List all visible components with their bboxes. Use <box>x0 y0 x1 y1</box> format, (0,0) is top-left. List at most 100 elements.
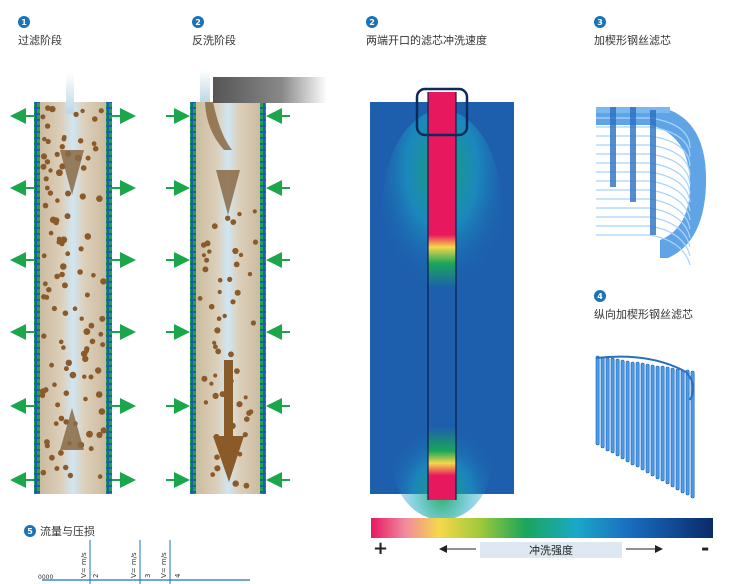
velocity-label-3: V= m/s <box>160 552 168 578</box>
particle <box>202 266 209 273</box>
particle <box>99 315 106 322</box>
particle <box>83 328 91 335</box>
particle <box>60 236 68 244</box>
velocity-label-1: V= m/s <box>80 552 88 578</box>
particle <box>54 466 60 471</box>
backwash-pipe <box>213 77 327 103</box>
particle <box>39 388 46 395</box>
particle <box>41 294 47 300</box>
particle <box>59 271 65 278</box>
particle <box>234 289 241 296</box>
particle <box>246 410 252 416</box>
particle <box>96 431 103 439</box>
particle <box>208 303 215 310</box>
screen-right-1 <box>106 102 112 494</box>
particle <box>91 141 97 147</box>
particle <box>89 338 96 345</box>
particle <box>242 432 248 438</box>
particle <box>91 273 96 278</box>
section-2-header: 2 反洗阶段 <box>192 16 236 48</box>
particles-1 <box>39 105 107 479</box>
particle <box>92 116 98 122</box>
particle <box>48 230 54 236</box>
section-3-title: 两端开口的滤芯冲洗速度 <box>366 34 487 47</box>
section-3-header: 2 两端开口的滤芯冲洗速度 <box>366 16 487 48</box>
particle <box>42 202 49 209</box>
particle <box>217 277 223 283</box>
particle <box>100 427 107 434</box>
particle <box>213 344 218 350</box>
particle <box>45 138 51 145</box>
wedge-wire-bar <box>605 357 610 452</box>
particle <box>252 209 257 214</box>
filter-ring <box>596 198 691 230</box>
curve-num-3: 4 <box>174 573 182 578</box>
particle <box>88 322 95 329</box>
particle <box>237 211 242 217</box>
particle <box>46 287 52 293</box>
particle <box>84 233 92 240</box>
section-4-badge: 3 <box>594 16 606 28</box>
particle <box>243 482 250 489</box>
section-1-badge: 1 <box>18 16 30 28</box>
particle <box>51 305 58 312</box>
simulation-core <box>428 92 456 500</box>
particle <box>44 159 51 165</box>
particle <box>228 351 234 358</box>
wedge-wire-bar <box>610 357 615 454</box>
particle <box>79 316 84 321</box>
particle <box>43 176 49 182</box>
scale-plus-label: + <box>373 538 389 559</box>
wedge-wire-bar <box>620 359 625 460</box>
wedge-wire-bar <box>675 368 680 491</box>
wedge-wire-bar <box>665 366 670 485</box>
screen-right-2 <box>260 102 266 494</box>
particle <box>204 257 210 263</box>
particle <box>77 269 83 275</box>
scale-minus-label: - <box>701 536 710 560</box>
particle <box>49 454 55 461</box>
outflow-arrows <box>10 108 136 488</box>
particle <box>58 450 64 456</box>
section-3-badge: 2 <box>366 16 378 28</box>
particle <box>80 108 85 114</box>
particle <box>82 374 87 379</box>
wedge-wire-bar <box>600 356 605 449</box>
section-5-title: 纵向加楔形钢丝滤芯 <box>594 308 693 321</box>
particle <box>201 375 208 382</box>
particle <box>233 261 240 268</box>
particle <box>230 299 236 305</box>
flow-bend-arrow-2 <box>205 102 232 150</box>
particle <box>96 195 103 202</box>
particle <box>54 151 60 157</box>
particle <box>207 249 212 254</box>
particle <box>80 165 87 171</box>
section-2-title: 反洗阶段 <box>192 34 236 47</box>
intensity-color-scale <box>371 518 713 538</box>
particle <box>40 114 46 120</box>
curve-num-2: 3 <box>144 573 152 578</box>
backwash-shaft <box>224 360 233 440</box>
particle <box>63 390 70 397</box>
particle <box>58 415 65 422</box>
particle <box>49 216 57 224</box>
section-5-header: 5 流量与压损 <box>24 523 95 539</box>
particle <box>222 313 227 319</box>
particle <box>54 273 60 280</box>
particle <box>85 155 91 161</box>
particle <box>252 239 259 245</box>
simulation-highlight-box <box>415 87 469 137</box>
filter-ring <box>596 234 691 266</box>
particle <box>234 368 240 374</box>
screen-left-2 <box>190 102 196 494</box>
section-5-badge: 4 <box>594 290 606 302</box>
particle <box>247 271 253 277</box>
particle <box>197 296 203 301</box>
flow-pressure-chart <box>42 540 250 584</box>
wedge-wire-bar <box>685 369 690 496</box>
wedge-wire-bar <box>670 367 675 488</box>
wedge-wire-bar <box>630 361 635 466</box>
backwash-down-arrow <box>213 436 244 482</box>
particle <box>52 382 57 388</box>
particle <box>97 474 103 479</box>
